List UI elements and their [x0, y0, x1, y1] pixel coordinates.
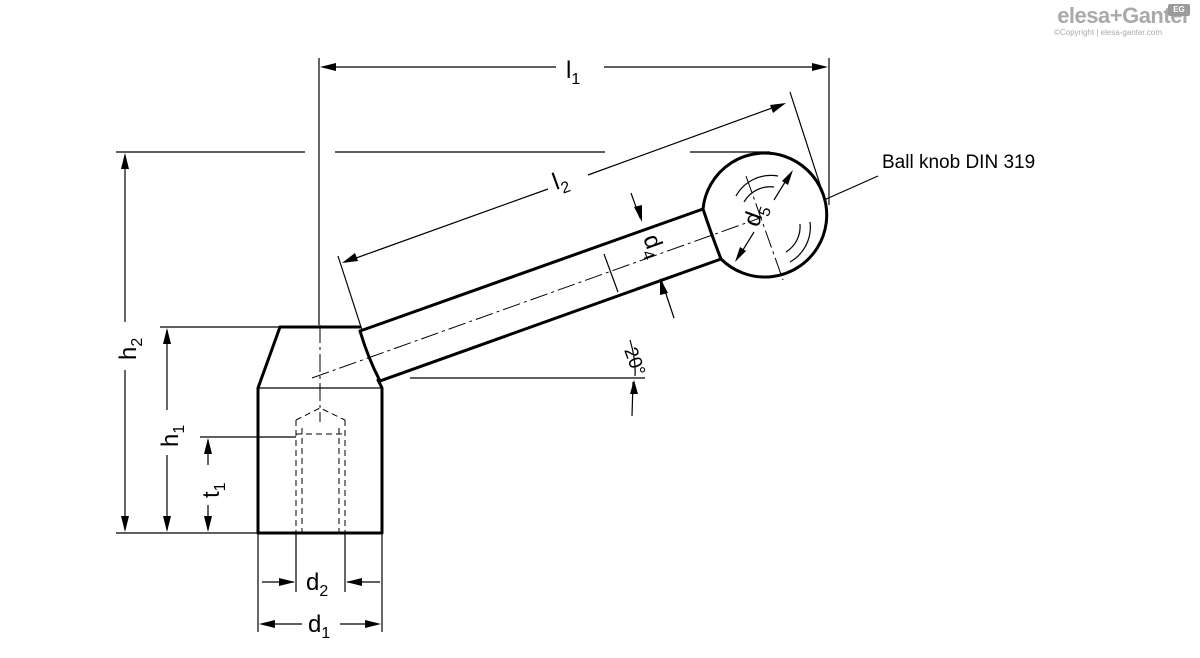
- dim-d2-arrow-right: [346, 578, 362, 586]
- brand-copyright: ©Copyright | elesa-ganter.com: [1053, 28, 1162, 37]
- brand-mark-icon: EG: [1168, 4, 1190, 16]
- arm-top-edge: [358, 207, 705, 333]
- label-h1: h1: [157, 425, 188, 447]
- svg-text:d4: d4: [634, 231, 671, 263]
- dim-l1-arrow-right: [812, 63, 828, 71]
- dim-h1-arrow-top: [163, 328, 171, 344]
- dim-l1-arrow-left: [320, 63, 336, 71]
- dim-l2-upper: [587, 103, 784, 176]
- angle-arc-upper: [629, 339, 636, 377]
- dim-d5-arrow-upper: [782, 170, 793, 185]
- dim-h1-arrow-bottom: [163, 516, 171, 532]
- svg-text:h1: h1: [157, 425, 188, 447]
- dim-h2-arrow-top: [121, 153, 129, 169]
- ball-shade-3: [789, 221, 811, 263]
- label-d4-text: d4: [634, 231, 671, 263]
- label-angle: 20°: [619, 345, 649, 379]
- dim-l2-lower: [344, 188, 549, 263]
- dimension-labels: l1 l2 h2 h1 t1 d2 d1 d4 d5 20° Ball knob…: [115, 57, 1035, 642]
- arm-axis: [311, 217, 761, 379]
- label-d2: d2: [306, 569, 328, 600]
- center-lines: [311, 175, 784, 422]
- svg-text:h2: h2: [115, 338, 146, 360]
- callout-leader: [823, 175, 879, 201]
- dim-t1-arrow-bottom: [204, 516, 212, 532]
- ball-neck: [701, 207, 723, 261]
- dimension-lines: [121, 63, 828, 628]
- dim-h2-arrow-bottom: [121, 516, 129, 532]
- arm-bottom-edge: [378, 257, 723, 383]
- dim-d4-arrow-top: [634, 205, 642, 222]
- bore-tip: [295, 407, 346, 421]
- dim-l2-arrow-end: [770, 103, 786, 113]
- dim-t1-arrow-top: [204, 438, 212, 454]
- label-h2: h2: [115, 338, 146, 360]
- ext-l2-start: [337, 255, 363, 331]
- ball-shade-2: [743, 186, 775, 203]
- ext-l2-end: [789, 91, 827, 204]
- extension-lines: [116, 58, 879, 632]
- ball-axis: [745, 175, 784, 281]
- lever-arm: [358, 207, 723, 383]
- dim-d1-arrow-left: [259, 620, 275, 628]
- dim-d5-arrow-lower: [735, 247, 746, 262]
- dim-l2-arrow-start: [342, 253, 358, 263]
- brand-logo: elesa+Ganter ©Copyright | elesa-ganter.c…: [1053, 4, 1191, 38]
- hub-body: [256, 325, 384, 535]
- ball-shade-4: [785, 223, 801, 253]
- angle-arrow: [630, 380, 638, 394]
- svg-text:l2: l2: [549, 165, 573, 199]
- label-t1: t1: [198, 482, 229, 498]
- hub-outline: [256, 325, 384, 535]
- dim-d4-ext: [603, 253, 619, 293]
- arm-root-curve: [358, 329, 382, 383]
- label-d1: d1: [308, 611, 330, 642]
- dim-d2-arrow-left: [279, 578, 295, 586]
- svg-text:t1: t1: [198, 482, 229, 498]
- ball-shade-1: [735, 174, 779, 197]
- dim-d4-arrow-bottom: [660, 278, 668, 295]
- label-l2: l2: [549, 165, 573, 199]
- callout-ball-knob: Ball knob DIN 319: [882, 152, 1035, 173]
- svg-text:20°: 20°: [619, 345, 649, 379]
- label-l1: l1: [566, 57, 580, 88]
- dim-d1-arrow-right: [365, 620, 381, 628]
